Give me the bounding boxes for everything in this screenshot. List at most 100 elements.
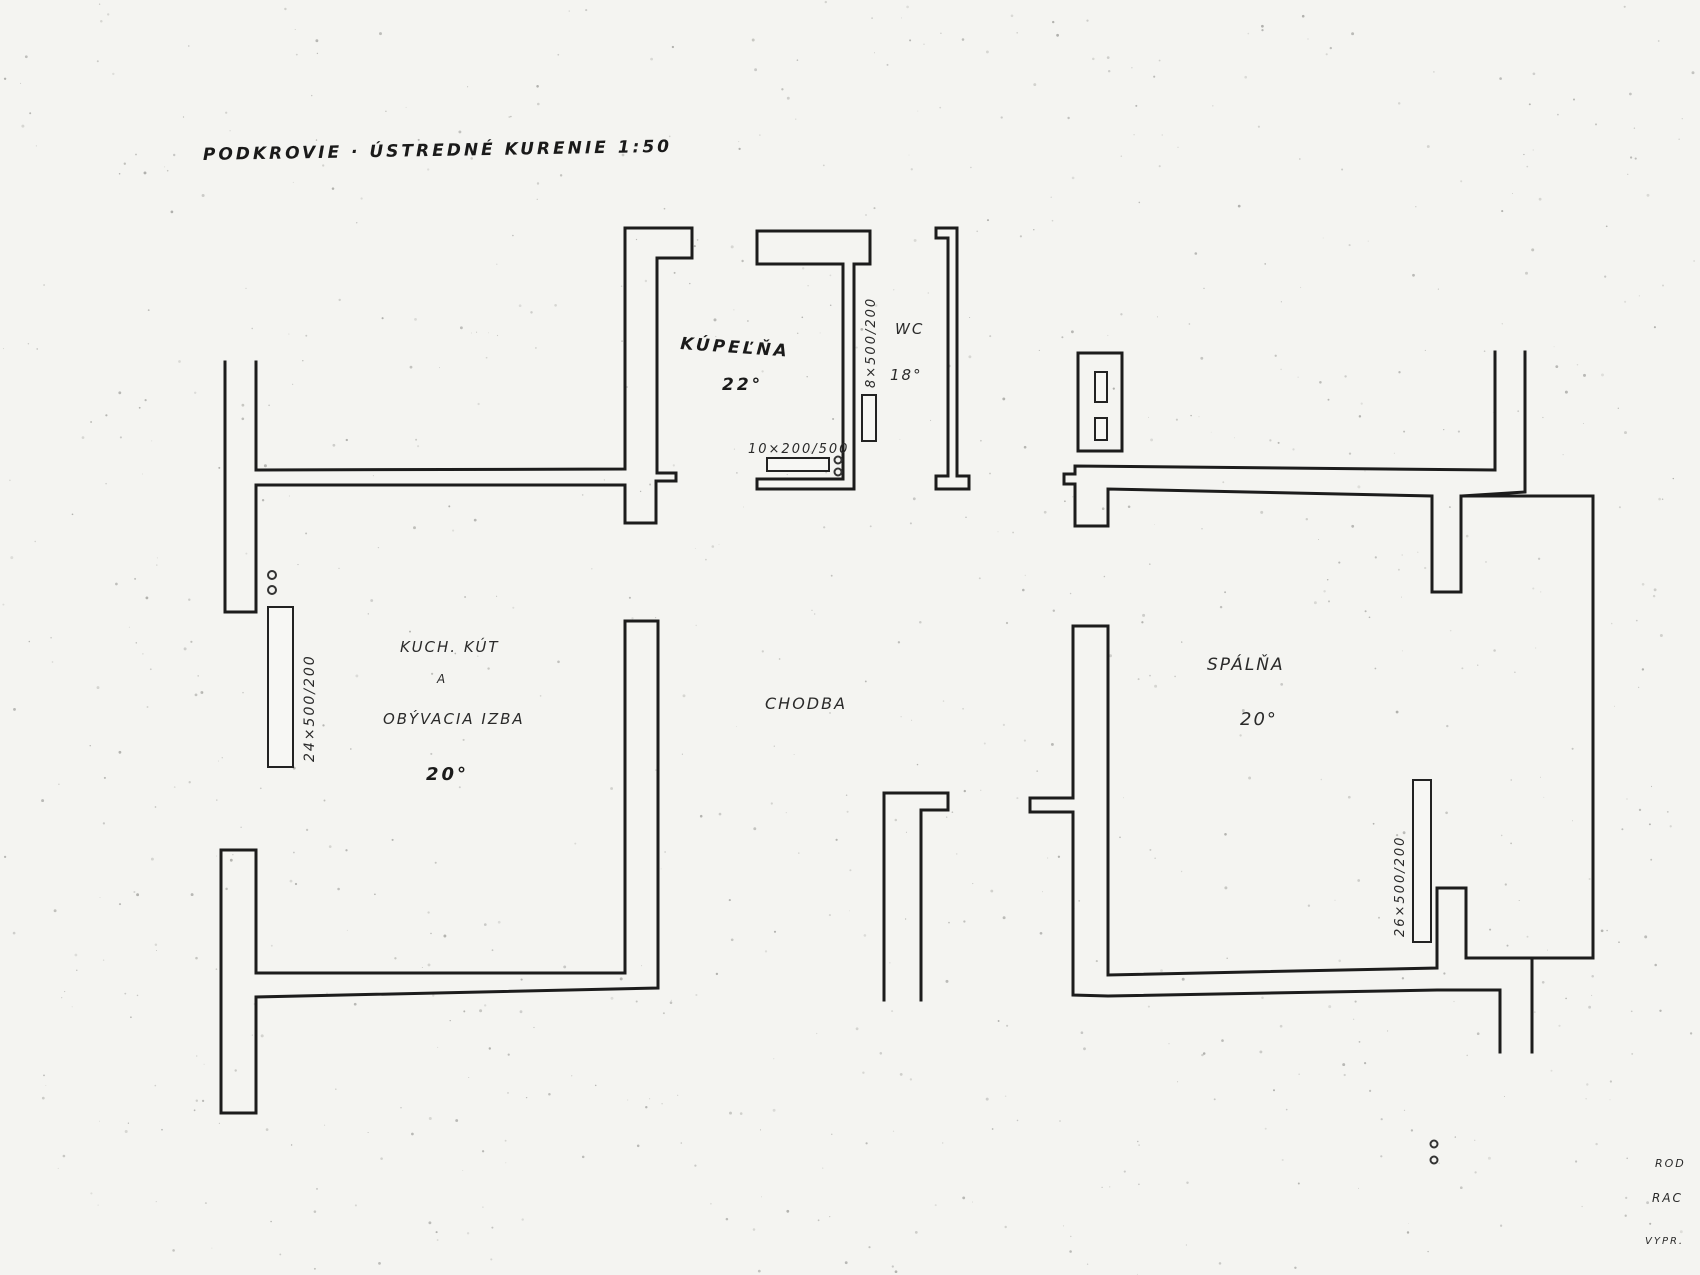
wall-living-right	[219, 619, 660, 1115]
radiator-bedroom	[1412, 779, 1432, 943]
paper-speck	[908, 154, 910, 156]
paper-speck	[1585, 1098, 1587, 1100]
paper-speck	[188, 45, 190, 47]
paper-speck	[1154, 524, 1155, 526]
paper-speck	[188, 598, 191, 601]
paper-speck	[1147, 416, 1150, 418]
paper-speck	[919, 620, 922, 624]
paper-speck	[145, 596, 149, 600]
paper-speck	[1606, 929, 1608, 932]
paper-speck	[533, 1026, 535, 1029]
paper-speck	[1627, 173, 1629, 175]
paper-speck	[1269, 439, 1272, 442]
paper-speck	[34, 540, 36, 543]
wall-wc-right	[934, 226, 971, 491]
paper-speck	[874, 52, 875, 54]
paper-speck	[1292, 448, 1295, 451]
paper-speck	[1329, 46, 1332, 50]
paper-speck	[1334, 899, 1336, 901]
paper-speck	[1448, 506, 1451, 509]
paper-speck	[41, 799, 45, 803]
valve-living-2	[267, 585, 277, 595]
paper-speck	[1344, 375, 1347, 378]
paper-speck	[405, 106, 407, 108]
paper-speck	[437, 1046, 439, 1048]
paper-speck	[1525, 271, 1528, 275]
paper-speck	[470, 157, 474, 160]
paper-speck	[415, 438, 418, 441]
paper-speck	[645, 1106, 648, 1109]
paper-speck	[24, 55, 28, 59]
paper-speck	[1257, 125, 1260, 128]
paper-speck	[1657, 40, 1660, 42]
paper-speck	[355, 222, 358, 224]
paper-speck	[507, 1053, 510, 1056]
paper-speck	[232, 854, 234, 856]
paper-speck	[64, 991, 66, 993]
paper-speck	[795, 118, 797, 120]
paper-speck	[279, 1253, 282, 1256]
paper-speck	[367, 613, 369, 615]
paper-speck	[668, 135, 671, 138]
paper-speck	[1624, 300, 1627, 303]
label-hall: CHODBA	[765, 694, 847, 713]
paper-speck	[682, 694, 686, 698]
paper-speck	[817, 1219, 820, 1222]
paper-speck	[182, 116, 185, 118]
paper-speck	[295, 53, 298, 56]
paper-speck	[536, 198, 538, 200]
paper-speck	[1036, 770, 1039, 772]
label-bedroom: SPÁLŇA	[1207, 653, 1285, 675]
paper-speck	[1358, 1041, 1361, 1043]
paper-speck	[27, 343, 30, 345]
paper-speck	[1016, 1119, 1019, 1122]
paper-speck	[594, 1084, 597, 1087]
paper-speck	[1691, 71, 1695, 75]
paper-speck	[989, 335, 992, 338]
paper-speck	[860, 328, 864, 331]
room-labels: KÚPEĽŇA 22° WC 18° KUCH. KÚT A OBÝVACIA …	[383, 320, 1285, 785]
paper-speck	[136, 893, 140, 897]
paper-speck	[1526, 935, 1529, 938]
paper-speck	[1541, 980, 1545, 984]
paper-speck	[432, 994, 435, 997]
paper-speck	[1023, 445, 1027, 449]
radiator-labels: 8×500/200 10×200/500 24×500/200 26×500/2…	[302, 297, 1408, 937]
paper-speck	[1633, 127, 1636, 129]
paper-speck	[874, 304, 878, 307]
paper-speck	[1374, 667, 1377, 670]
paper-speck	[13, 708, 16, 711]
paper-speck	[257, 152, 259, 155]
paper-speck	[909, 39, 912, 42]
paper-speck	[518, 304, 522, 308]
paper-speck	[1194, 252, 1198, 255]
paper-speck	[1051, 219, 1054, 222]
paper-speck	[1483, 350, 1486, 353]
wall-hall-lower	[882, 791, 950, 1002]
paper-speck	[378, 1262, 381, 1265]
paper-speck	[1150, 438, 1154, 442]
paper-speck	[1600, 929, 1604, 933]
paper-speck	[962, 1196, 966, 1200]
paper-speck	[539, 695, 542, 697]
paper-speck	[649, 483, 652, 486]
paper-speck	[1297, 376, 1299, 378]
paper-speck	[985, 1097, 989, 1101]
paper-speck	[541, 148, 544, 151]
paper-speck	[621, 340, 623, 342]
paper-speck	[1360, 402, 1363, 405]
paper-speck	[1510, 842, 1512, 845]
paper-speck	[381, 317, 384, 320]
paper-speck	[894, 1270, 898, 1274]
paper-speck	[829, 712, 831, 714]
paper-speck	[1504, 883, 1507, 886]
paper-speck	[1033, 83, 1037, 87]
paper-speck	[863, 934, 867, 937]
paper-speck	[1661, 498, 1664, 500]
paper-speck	[899, 1073, 903, 1076]
paper-speck	[520, 978, 523, 981]
paper-speck	[322, 164, 325, 167]
paper-speck	[98, 1120, 100, 1122]
paper-speck	[736, 726, 737, 727]
paper-speck	[663, 207, 666, 210]
